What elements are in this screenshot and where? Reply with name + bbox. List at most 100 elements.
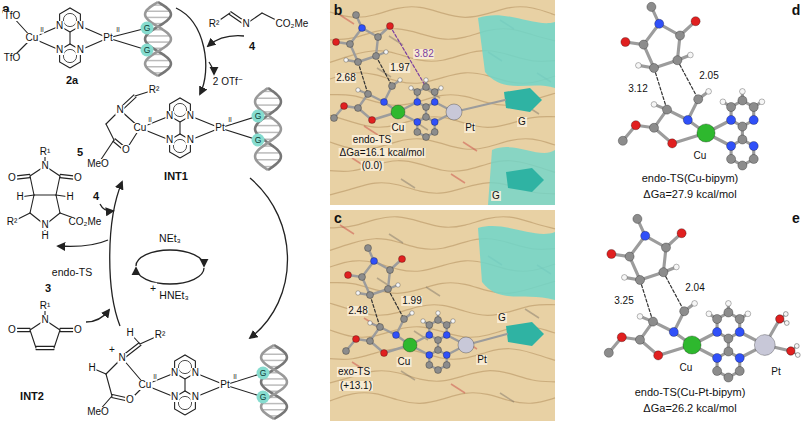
base-pair (146, 11, 170, 13)
atom-ball (794, 344, 799, 349)
atom-label: Pt (219, 380, 230, 390)
atom-ball (443, 322, 450, 329)
atom-ball (713, 353, 722, 362)
atom-ball (343, 348, 350, 355)
atom-ball (347, 41, 354, 48)
atom-ball (331, 115, 338, 122)
protein-surface (330, 0, 555, 421)
base-pair (256, 159, 280, 161)
atom-ball (713, 314, 722, 323)
ts-label: endo-TS(Cu-bipym) (641, 173, 740, 184)
residue-stick (364, 126, 378, 135)
atom-ball (381, 99, 388, 106)
ts-label: exo-TS (337, 367, 371, 377)
atom-ball (399, 256, 406, 263)
scheme-label: HNEt₃ (158, 290, 189, 301)
surface-panel: b2.681.973.82endo-TSΔGa=16.1 kcal/mol(0.… (330, 0, 555, 205)
atom-ball (387, 23, 394, 30)
atom-ball (668, 139, 677, 148)
atom-label: Cu (25, 33, 40, 43)
atom-ball (621, 37, 630, 46)
atom-label: O (121, 145, 131, 155)
atom-ball (688, 52, 694, 58)
base-pair (262, 384, 286, 386)
guanine-label: G (141, 44, 154, 57)
base-pair (146, 66, 170, 68)
guanine-slab (504, 88, 542, 112)
atom-label: N (55, 21, 64, 31)
atom-ball (625, 252, 634, 261)
bond-line (56, 176, 60, 195)
cycle-arrow (100, 204, 113, 211)
atom-label: CO₂Me (68, 217, 103, 227)
distance-label: 2.48 (347, 306, 368, 316)
atom-ball (738, 161, 747, 170)
atom-label: TfO (3, 53, 22, 63)
base-pair (146, 17, 170, 19)
atom-ball (435, 337, 442, 344)
atom-ball (385, 286, 392, 293)
base-pair (262, 409, 286, 411)
atom-ball (377, 324, 384, 331)
atom-ball (727, 141, 736, 150)
atom-ball (659, 268, 668, 277)
atom-ball (617, 333, 626, 342)
distance-label: G (497, 313, 507, 323)
atom-label: N (186, 135, 195, 145)
dna-strand (145, 2, 171, 76)
aromatic-ring (178, 396, 191, 409)
atom-ball (426, 332, 433, 339)
atom-ball (387, 267, 394, 274)
atom-ball (426, 322, 433, 329)
atom-ball (713, 327, 722, 336)
ts-label: (0.0) (361, 161, 384, 171)
atom-ball (423, 84, 430, 91)
bond-line (30, 195, 34, 213)
atom-ball (783, 312, 788, 317)
ts-label: ΔGa=26.2 kcal/mol (642, 403, 737, 414)
transition-state-model (604, 214, 800, 382)
distance-label: Pt (770, 367, 781, 377)
bond-line (106, 374, 112, 396)
atom-ball (421, 319, 425, 323)
atom-label: O (73, 173, 83, 183)
ts-label: (+13.1) (339, 381, 373, 391)
atom-ball (389, 83, 396, 90)
atom-ball (669, 327, 678, 336)
base-pair (146, 41, 170, 43)
atom-ball (784, 321, 789, 326)
guanine-label: G (141, 22, 154, 35)
oxidation-state: II (228, 117, 232, 124)
atom-ball (365, 245, 372, 252)
residue-stick (451, 384, 465, 393)
atom-ball (393, 332, 400, 339)
atom-ball (673, 56, 682, 65)
atom-label: TfO (3, 11, 22, 21)
atom-label: CO₂Me (275, 19, 310, 29)
atom-ball (423, 134, 430, 141)
atom-label: O (7, 173, 17, 183)
atom-ball (724, 308, 733, 317)
oxidation-state: II (116, 27, 120, 34)
atom-ball (446, 104, 462, 120)
residue-stick (500, 393, 514, 402)
atom-label: N (40, 315, 49, 325)
atom-ball (391, 105, 405, 119)
atom-ball (451, 319, 455, 323)
atom-ball (754, 335, 775, 356)
atom-label: N (170, 368, 179, 378)
bond-line (663, 272, 684, 311)
atom-ball (398, 78, 402, 82)
atom-label: Pt (102, 33, 113, 43)
atom-label: O (7, 325, 17, 335)
panel-letter: d (792, 3, 801, 17)
aromatic-ring (173, 139, 186, 152)
atom-ball (787, 347, 795, 355)
atom-ball (636, 63, 642, 69)
atom-ball (675, 31, 684, 40)
distance-label: 3.82 (413, 49, 434, 59)
atom-ball (735, 314, 744, 323)
base-pair (256, 98, 280, 100)
atom-ball (431, 89, 438, 96)
